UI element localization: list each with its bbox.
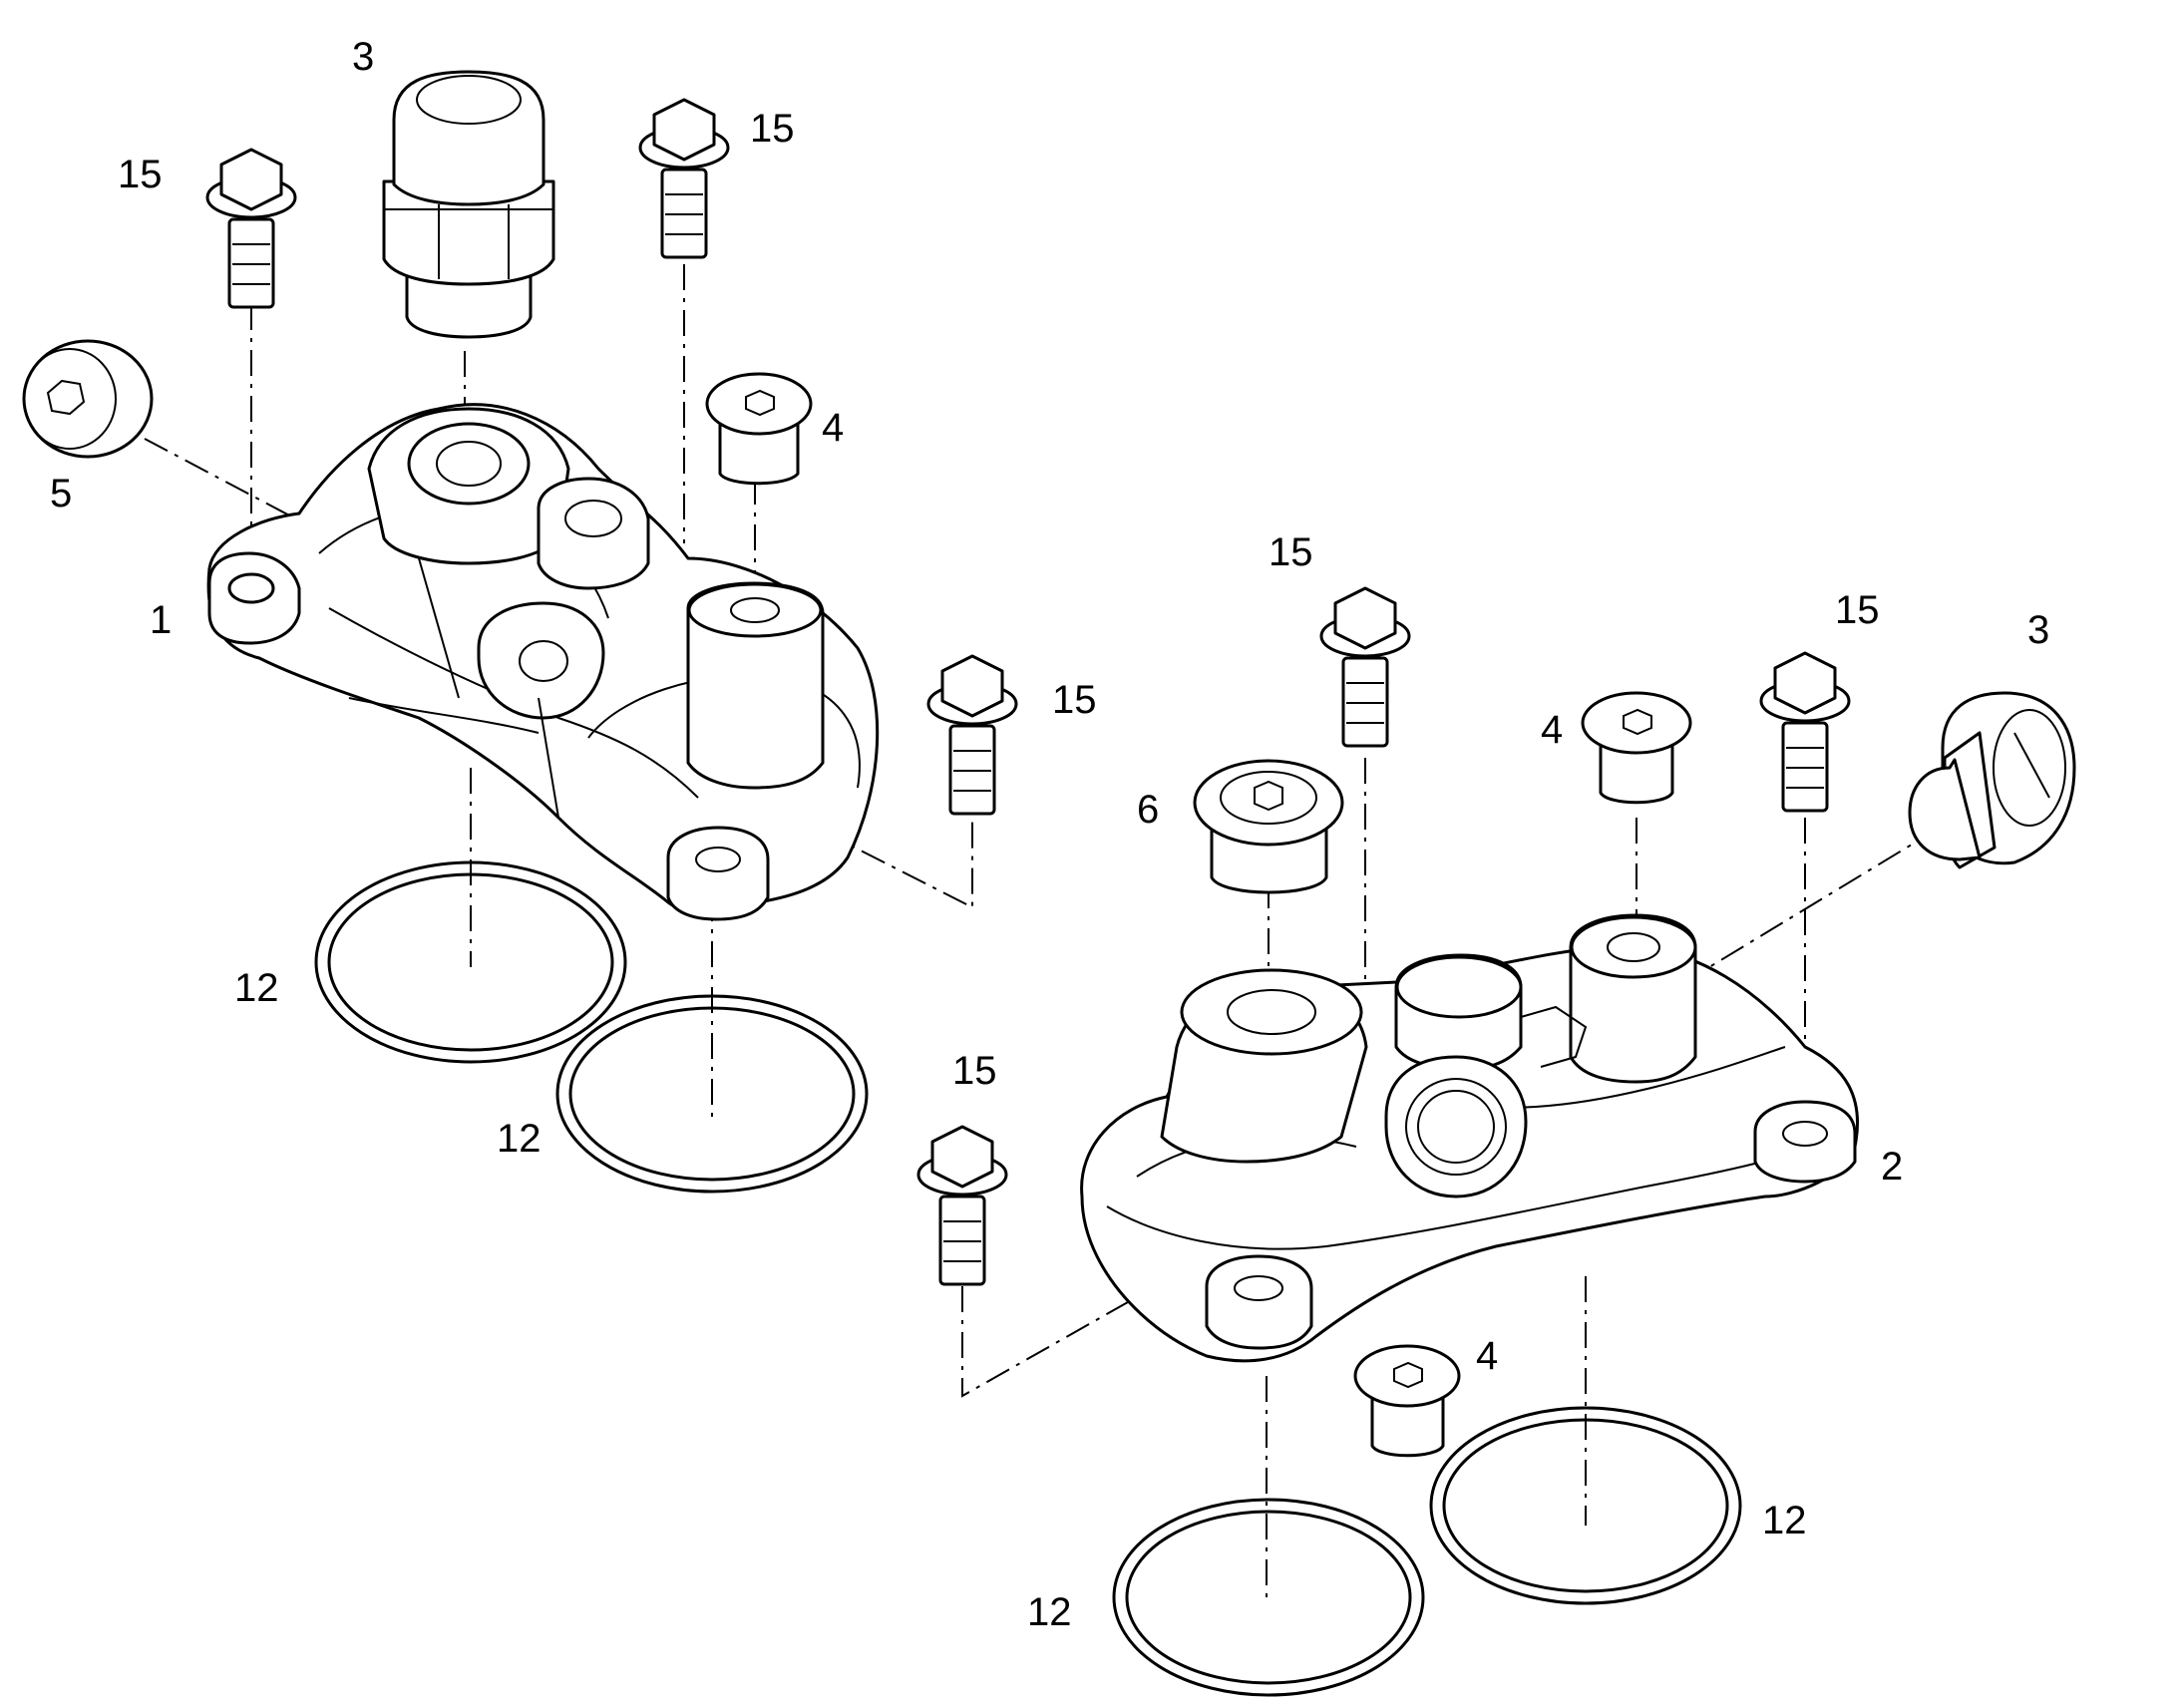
housing-2 bbox=[1080, 913, 1860, 1363]
o-ring-left-2 bbox=[555, 994, 869, 1194]
callout-4-right-top: 4 bbox=[1541, 708, 1563, 752]
bolt-15-right-c bbox=[916, 1125, 1008, 1286]
callout-15-right-c: 15 bbox=[952, 1049, 997, 1093]
callout-12-right-b: 12 bbox=[1762, 1499, 1807, 1542]
sensor-plug-right bbox=[1908, 691, 2076, 869]
sensor-plug-left bbox=[382, 70, 555, 339]
plug-5 bbox=[22, 339, 154, 459]
o-ring-right-1 bbox=[1112, 1498, 1425, 1697]
o-ring-right-2 bbox=[1429, 1406, 1742, 1605]
callout-15-left-c: 15 bbox=[1052, 678, 1097, 722]
callout-labels: 1 2 3 3 4 4 4 5 6 12 12 12 12 15 15 15 1… bbox=[50, 35, 2049, 1634]
bolt-15-right-a bbox=[1319, 586, 1411, 748]
callout-4-right-bottom: 4 bbox=[1476, 1334, 1498, 1378]
plug-4-left bbox=[705, 372, 813, 486]
callout-15-right-a: 15 bbox=[1269, 530, 1313, 574]
callout-12-right-a: 12 bbox=[1027, 1590, 1072, 1634]
bolt-15-left-b bbox=[638, 98, 730, 259]
callout-12-left-b: 12 bbox=[497, 1117, 542, 1161]
bolt-15-right-b bbox=[1759, 651, 1851, 813]
callout-3-left: 3 bbox=[352, 35, 374, 79]
callout-6: 6 bbox=[1137, 788, 1159, 832]
plug-6 bbox=[1193, 759, 1344, 894]
plug-4-right-top bbox=[1581, 691, 1692, 805]
callout-4-left: 4 bbox=[822, 406, 844, 450]
callout-15-right-b: 15 bbox=[1835, 588, 1880, 632]
callout-5: 5 bbox=[50, 472, 72, 515]
o-ring-left-1 bbox=[314, 860, 627, 1064]
callout-1: 1 bbox=[150, 598, 172, 642]
bolt-15-left-c bbox=[926, 654, 1018, 816]
callout-3-right: 3 bbox=[2027, 608, 2049, 652]
callout-12-left-a: 12 bbox=[234, 966, 279, 1010]
housing-1 bbox=[206, 403, 880, 921]
plug-4-right-bottom bbox=[1353, 1344, 1461, 1458]
callout-2: 2 bbox=[1881, 1145, 1903, 1189]
callout-15-left-a: 15 bbox=[118, 153, 163, 196]
callout-15-left-b: 15 bbox=[750, 107, 795, 151]
bolt-15-left-a bbox=[205, 148, 297, 309]
